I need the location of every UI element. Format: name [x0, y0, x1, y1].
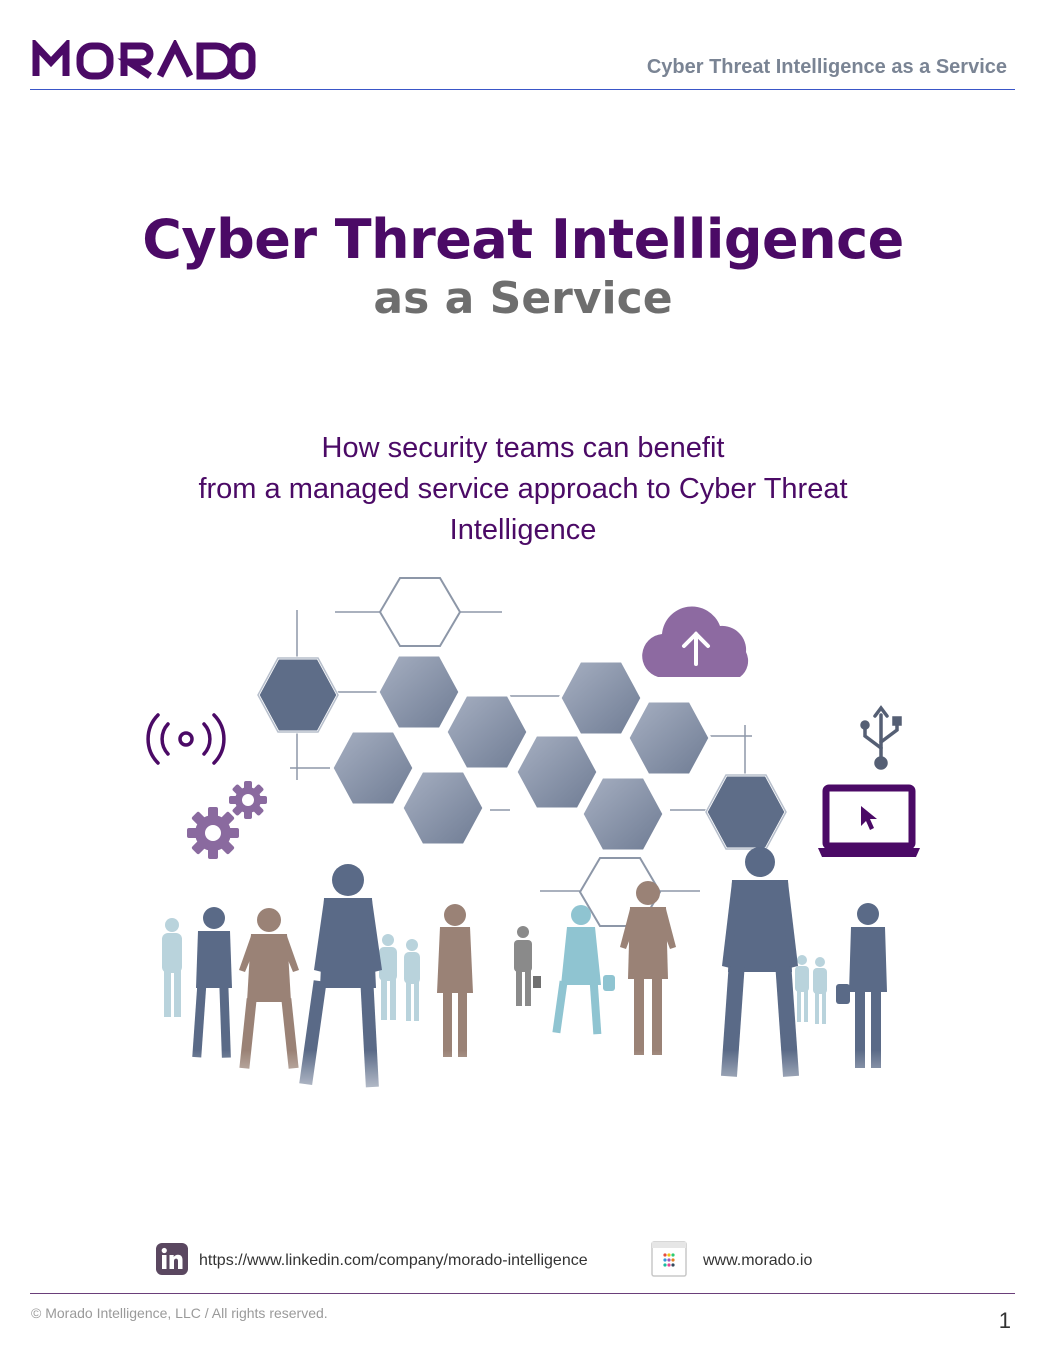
cover-title-sub: as a Service — [373, 273, 673, 324]
website-url[interactable]: www.morado.io — [703, 1252, 813, 1269]
subtitle-line-3: Intelligence — [449, 514, 597, 546]
cover-title: Cyber Threat Intelligence — [142, 208, 904, 271]
page-header: Cyber Threat Intelligence as a Service — [30, 37, 1015, 90]
linkedin-url[interactable]: https://www.linkedin.com/company/morado-… — [199, 1252, 588, 1269]
people-silhouettes — [130, 847, 930, 1120]
gears-icon — [187, 781, 267, 859]
linkedin-icon — [156, 1242, 188, 1280]
cloud-upload-icon — [642, 606, 749, 677]
cover-subtitle: How security teams can benefit from a ma… — [150, 428, 896, 551]
header-divider — [30, 89, 1015, 90]
usb-icon — [860, 705, 902, 770]
footer-divider — [30, 1293, 1015, 1294]
network-hexagons — [256, 653, 788, 853]
browser-window-icon — [651, 1240, 687, 1282]
website-contact[interactable]: www.morado.io — [651, 1240, 813, 1282]
contact-bar: https://www.linkedin.com/company/morado-… — [0, 1240, 1046, 1282]
hero-illustration — [130, 570, 930, 1120]
morado-logo — [32, 37, 257, 85]
subtitle-line-2: from a managed service approach to Cyber… — [198, 473, 848, 505]
outline-hexagons — [378, 577, 662, 927]
broadcast-icon — [146, 713, 226, 765]
copyright-notice: © Morado Intelligence, LLC / All rights … — [31, 1305, 328, 1321]
header-doc-title: Cyber Threat Intelligence as a Service — [646, 56, 1007, 78]
subtitle-line-1: How security teams can benefit — [321, 432, 725, 464]
linkedin-contact[interactable]: https://www.linkedin.com/company/morado-… — [156, 1242, 588, 1280]
page-number: 1 — [998, 1308, 1011, 1333]
laptop-cursor-icon — [818, 784, 920, 857]
